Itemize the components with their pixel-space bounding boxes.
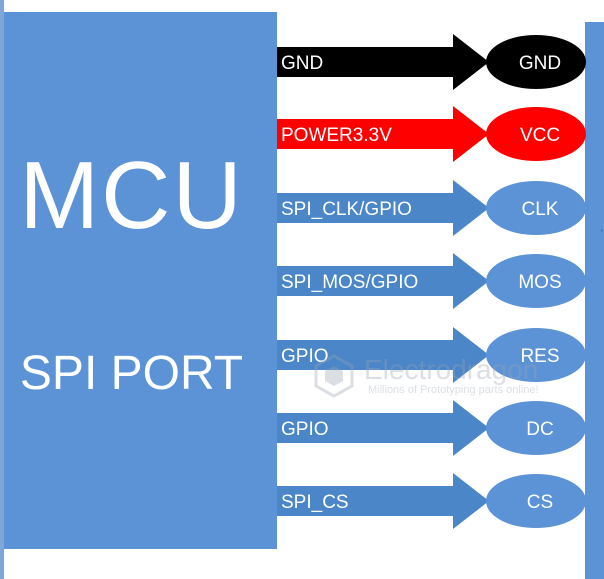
signal-arrow	[277, 400, 489, 456]
signal-arrow	[277, 327, 489, 383]
signal-row-dc: GPIO DC	[277, 400, 586, 456]
mcu-title: MCU	[19, 142, 244, 249]
signal-arrow	[277, 253, 489, 309]
pin-ellipse	[486, 35, 586, 89]
pin-ellipse	[486, 474, 586, 528]
mcu-block: MCU SPI PORT	[4, 12, 277, 549]
signal-label: GPIO	[281, 419, 329, 440]
pin-ellipse	[486, 254, 586, 308]
signal-row-cs: SPI_CS CS	[277, 473, 586, 529]
pin-label: RES	[520, 346, 559, 367]
signal-label: SPI_MOS/GPIO	[281, 272, 418, 293]
pin-ellipse	[486, 328, 586, 382]
mcu-subtitle: SPI PORT	[19, 347, 244, 400]
signal-row-vcc: POWER3.3V VCC	[277, 106, 586, 162]
pin-ellipse	[486, 181, 586, 235]
signal-arrow	[277, 473, 489, 529]
signal-arrow	[277, 180, 489, 236]
signal-arrow	[277, 106, 489, 162]
signal-row-gnd: GND GND	[277, 34, 586, 90]
pin-label: DC	[526, 419, 553, 440]
signal-row-mos: SPI_MOS/GPIO MOS	[277, 253, 586, 309]
left-edge-strip	[0, 0, 4, 579]
module-block-edge: ·	[585, 22, 604, 579]
signal-label: POWER3.3V	[281, 125, 392, 146]
pin-label: GND	[519, 53, 561, 74]
signal-label: GND	[281, 53, 323, 74]
pin-label: MOS	[518, 272, 561, 293]
pin-label: CS	[527, 492, 553, 513]
signal-arrow	[277, 34, 489, 90]
pin-ellipse	[486, 107, 586, 161]
pin-label: VCC	[520, 125, 560, 146]
signal-label: GPIO	[281, 346, 329, 367]
signal-label: SPI_CLK/GPIO	[281, 199, 412, 220]
signal-row-clk: SPI_CLK/GPIO CLK	[277, 180, 586, 236]
signal-row-res: GPIO RES	[277, 327, 586, 383]
signal-label: SPI_CS	[281, 492, 349, 513]
pin-ellipse	[486, 401, 586, 455]
edge-mark: ·	[599, 222, 604, 239]
pin-label: CLK	[522, 199, 559, 220]
